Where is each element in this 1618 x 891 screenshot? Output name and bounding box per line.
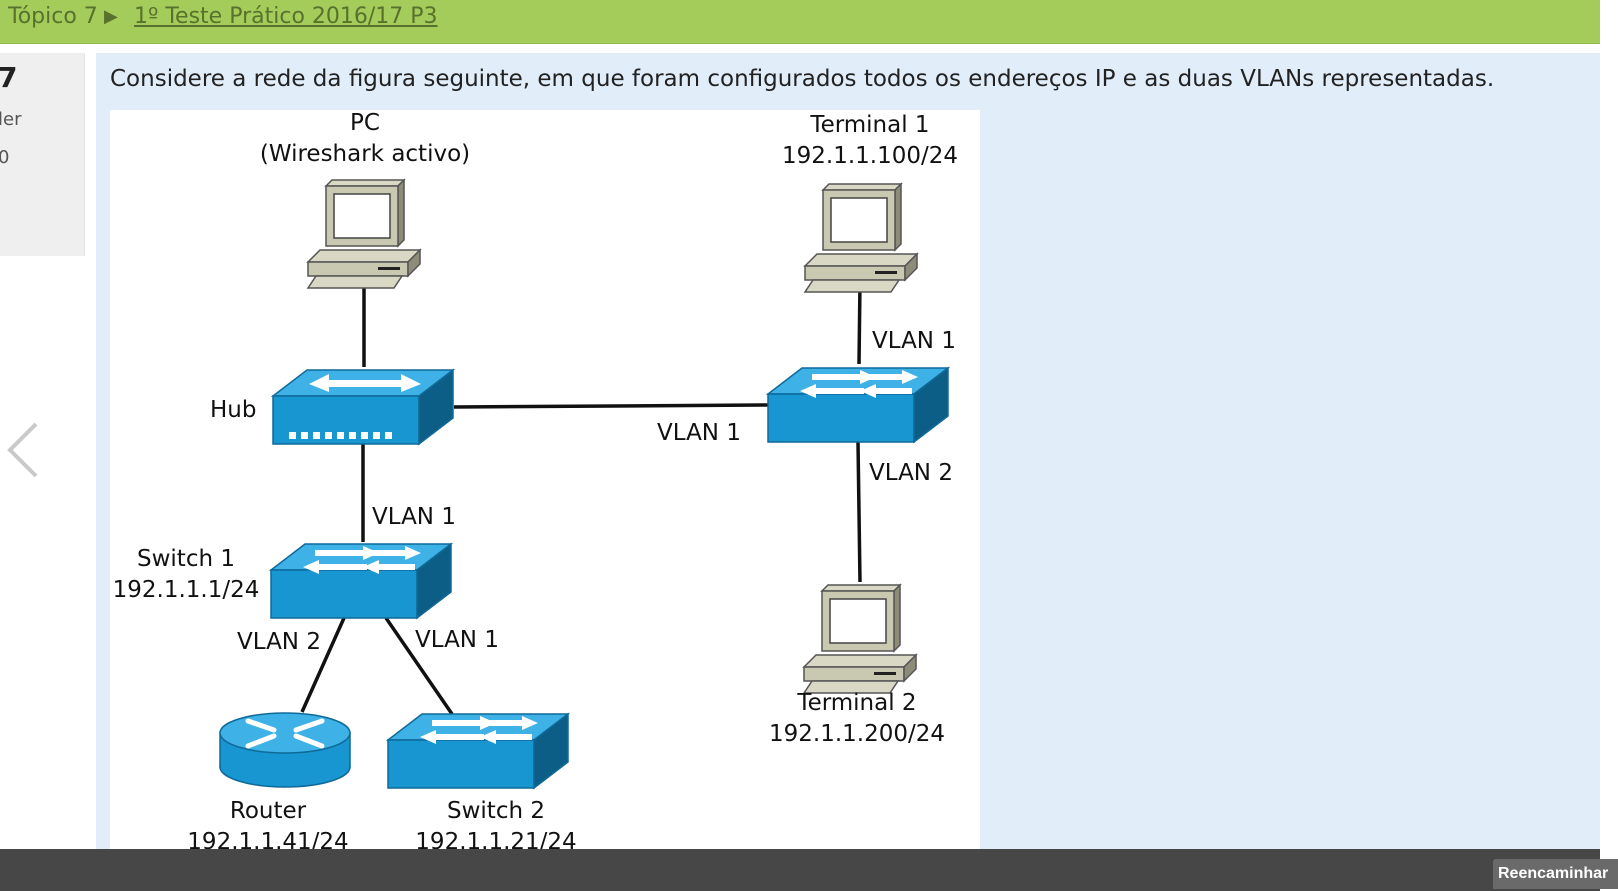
vlan-label-hub-switch1: VLAN 1 — [372, 504, 456, 530]
hub-label: Hub — [210, 397, 256, 423]
author-info-count: 0 — [0, 147, 10, 168]
terminal1-computer-icon[interactable] — [804, 183, 918, 293]
link-switch1-switch2 — [384, 617, 454, 715]
pc-note: (Wireshark activo) — [260, 141, 470, 167]
pc-label: PC — [350, 110, 380, 136]
network-diagram: PC (Wireshark activo) Terminal 1 192.1.1… — [110, 110, 980, 870]
breadcrumb-bar: Tópico 7 ▶ 1º Teste Prático 2016/17 P3 — [0, 0, 1600, 44]
vlan-switch-icon[interactable] — [767, 367, 949, 443]
forward-button[interactable]: Reencaminhar — [1493, 859, 1618, 889]
terminal2-ip: 192.1.1.200/24 — [769, 721, 945, 747]
router-icon[interactable] — [219, 712, 351, 788]
post-number: 7 — [0, 61, 18, 94]
link-switch3-terminal2 — [856, 441, 862, 583]
pc-computer-icon[interactable] — [307, 179, 421, 289]
hub-icon[interactable] — [272, 369, 454, 445]
switch1-ip: 192.1.1.1/24 — [113, 577, 260, 603]
switch2-label: Switch 2 — [447, 798, 545, 824]
vlan-label-switch2: VLAN 1 — [415, 627, 499, 653]
switch1-label: Switch 1 — [137, 546, 235, 572]
post-text: Considere a rede da figura seguinte, em … — [110, 66, 1495, 92]
router-label: Router — [230, 798, 307, 824]
vlan-label-hub-switch3: VLAN 1 — [657, 420, 741, 446]
previous-arrow-icon[interactable] — [4, 420, 44, 480]
breadcrumb-title-link[interactable]: 1º Teste Prático 2016/17 P3 — [134, 4, 438, 29]
terminal1-label: Terminal 1 — [809, 112, 929, 138]
post-author-panel: 7 ler 0 — [0, 53, 85, 256]
terminal2-label: Terminal 2 — [796, 690, 916, 716]
bottom-toolbar — [0, 849, 1600, 891]
breadcrumb-separator-icon: ▶ — [104, 6, 118, 27]
switch1-icon[interactable] — [270, 543, 452, 619]
vlan-label-terminal1: VLAN 1 — [872, 328, 956, 354]
link-switch1-router — [300, 617, 346, 713]
link-terminal1-switch3 — [857, 281, 862, 365]
author-info-line: ler — [0, 109, 22, 130]
vlan-label-router: VLAN 2 — [237, 629, 321, 655]
breadcrumb-topic[interactable]: Tópico 7 — [8, 4, 98, 29]
terminal1-ip: 192.1.1.100/24 — [782, 143, 958, 169]
switch2-icon[interactable] — [387, 713, 569, 789]
vlan-label-terminal2: VLAN 2 — [869, 460, 953, 486]
link-hub-switch3 — [453, 403, 771, 409]
terminal2-computer-icon[interactable] — [803, 584, 917, 694]
